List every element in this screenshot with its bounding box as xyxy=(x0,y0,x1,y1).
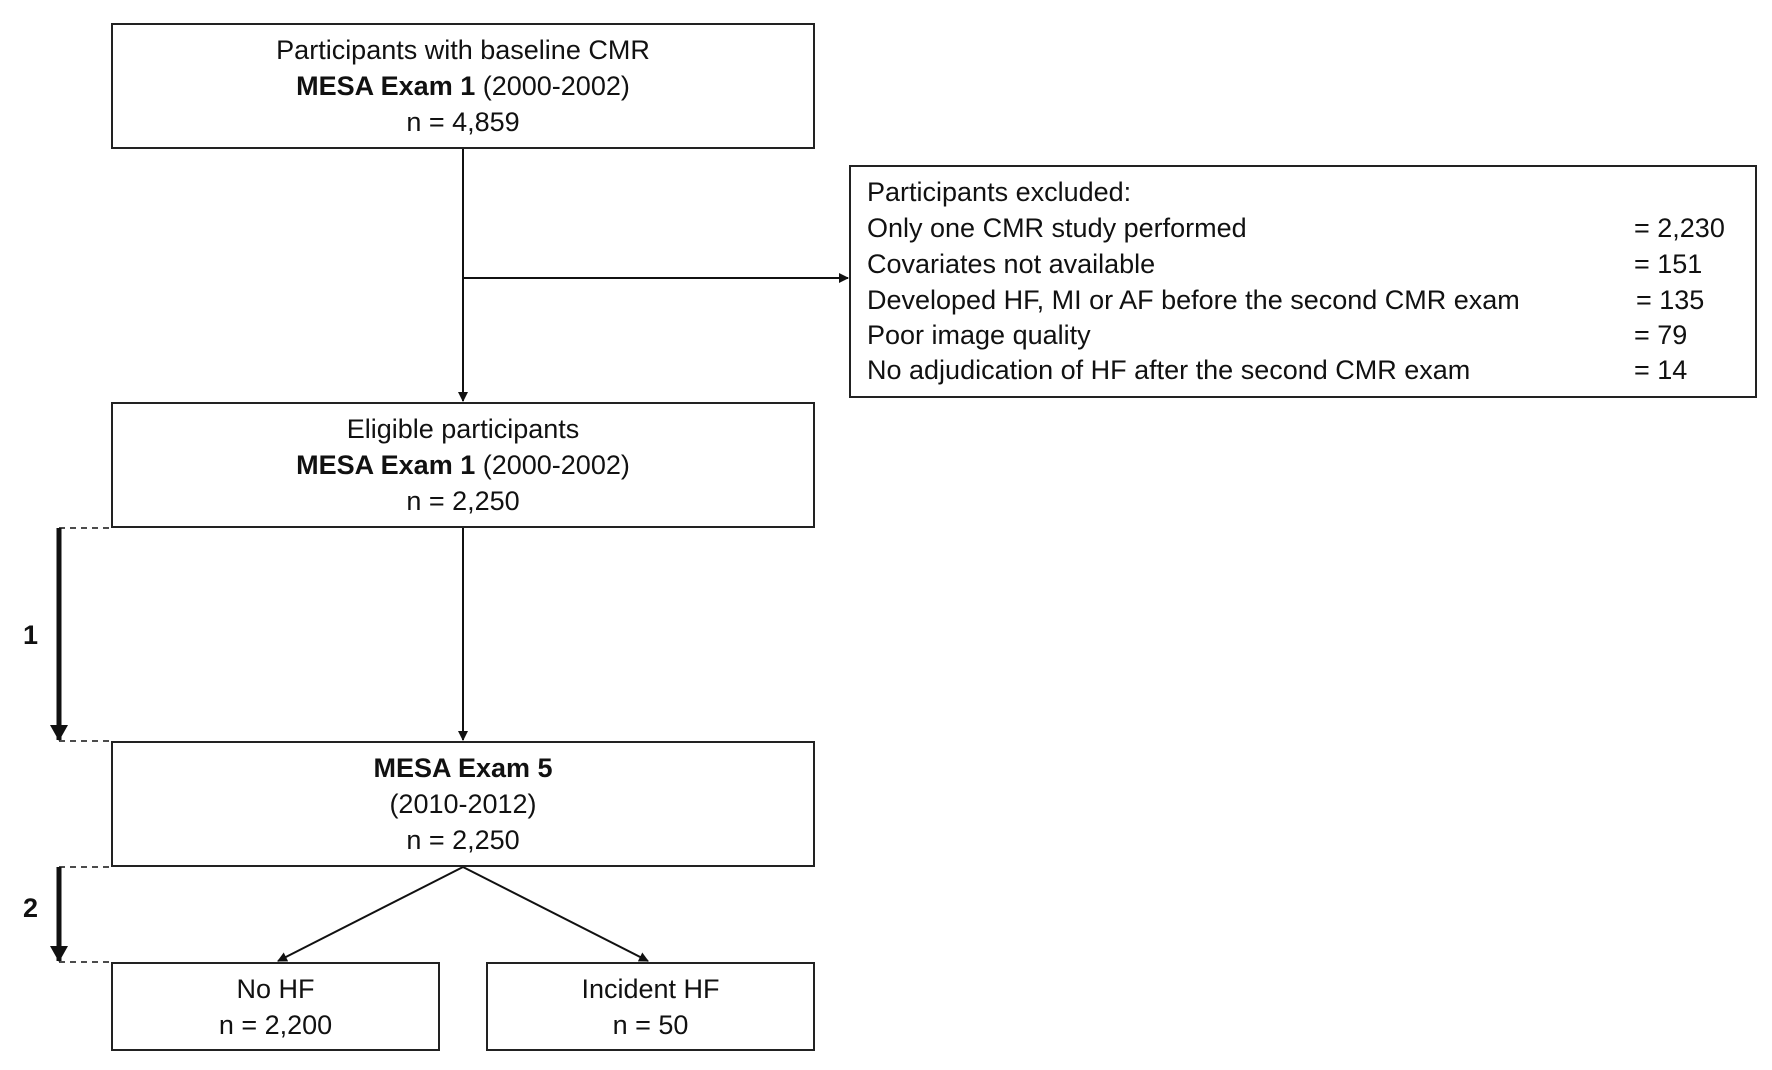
eligible-exam: MESA Exam 1 xyxy=(296,450,476,480)
incident-hf-box: Incident HF n = 50 xyxy=(486,962,815,1051)
no-hf-box: No HF n = 2,200 xyxy=(111,962,440,1051)
eligible-box: Eligible participants MESA Exam 1 (2000-… xyxy=(111,402,815,528)
excluded-label: Covariates not available xyxy=(867,249,1156,279)
baseline-exam: MESA Exam 1 xyxy=(296,71,476,101)
excluded-value: = 151 xyxy=(1634,249,1703,279)
exam5-n: n = 2,250 xyxy=(406,825,520,855)
step2-label: 2 xyxy=(23,893,39,923)
arrow-exam5-to-incident-hf xyxy=(462,866,649,962)
excluded-value: = 79 xyxy=(1634,320,1688,350)
excluded-value: = 14 xyxy=(1634,355,1688,385)
no-hf-title: No HF xyxy=(236,973,315,1004)
baseline-n: n = 4,859 xyxy=(406,107,520,137)
arrow-exam5-to-no-hf xyxy=(277,866,464,962)
excluded-label: Developed HF, MI or AF before the second… xyxy=(867,285,1520,315)
excluded-value: = 2,230 xyxy=(1634,213,1725,243)
exam5-period: (2010-2012) xyxy=(389,789,537,819)
excluded-title: Participants excluded: xyxy=(867,177,1132,207)
excluded-label: Only one CMR study performed xyxy=(867,213,1247,243)
excluded-label: Poor image quality xyxy=(867,320,1091,350)
baseline-period: (2000-2002) xyxy=(482,71,630,101)
exam5-box: MESA Exam 5 (2010-2012) n = 2,250 xyxy=(111,741,815,867)
incident-hf-n: n = 50 xyxy=(612,1009,689,1040)
eligible-title: Eligible participants xyxy=(346,414,580,444)
step1-label: 1 xyxy=(23,620,39,650)
excluded-label: No adjudication of HF after the second C… xyxy=(867,355,1471,385)
excluded-box: Participants excluded: Only one CMR stud… xyxy=(849,165,1757,398)
exam5-title: MESA Exam 5 xyxy=(373,753,553,783)
eligible-period: (2000-2002) xyxy=(482,450,630,480)
baseline-title: Participants with baseline CMR xyxy=(276,35,650,65)
baseline-box: Participants with baseline CMR MESA Exam… xyxy=(111,23,815,149)
incident-hf-title: Incident HF xyxy=(581,973,720,1004)
no-hf-n: n = 2,200 xyxy=(218,1009,333,1040)
excluded-value: = 135 xyxy=(1636,285,1705,315)
eligible-n: n = 2,250 xyxy=(406,486,520,516)
